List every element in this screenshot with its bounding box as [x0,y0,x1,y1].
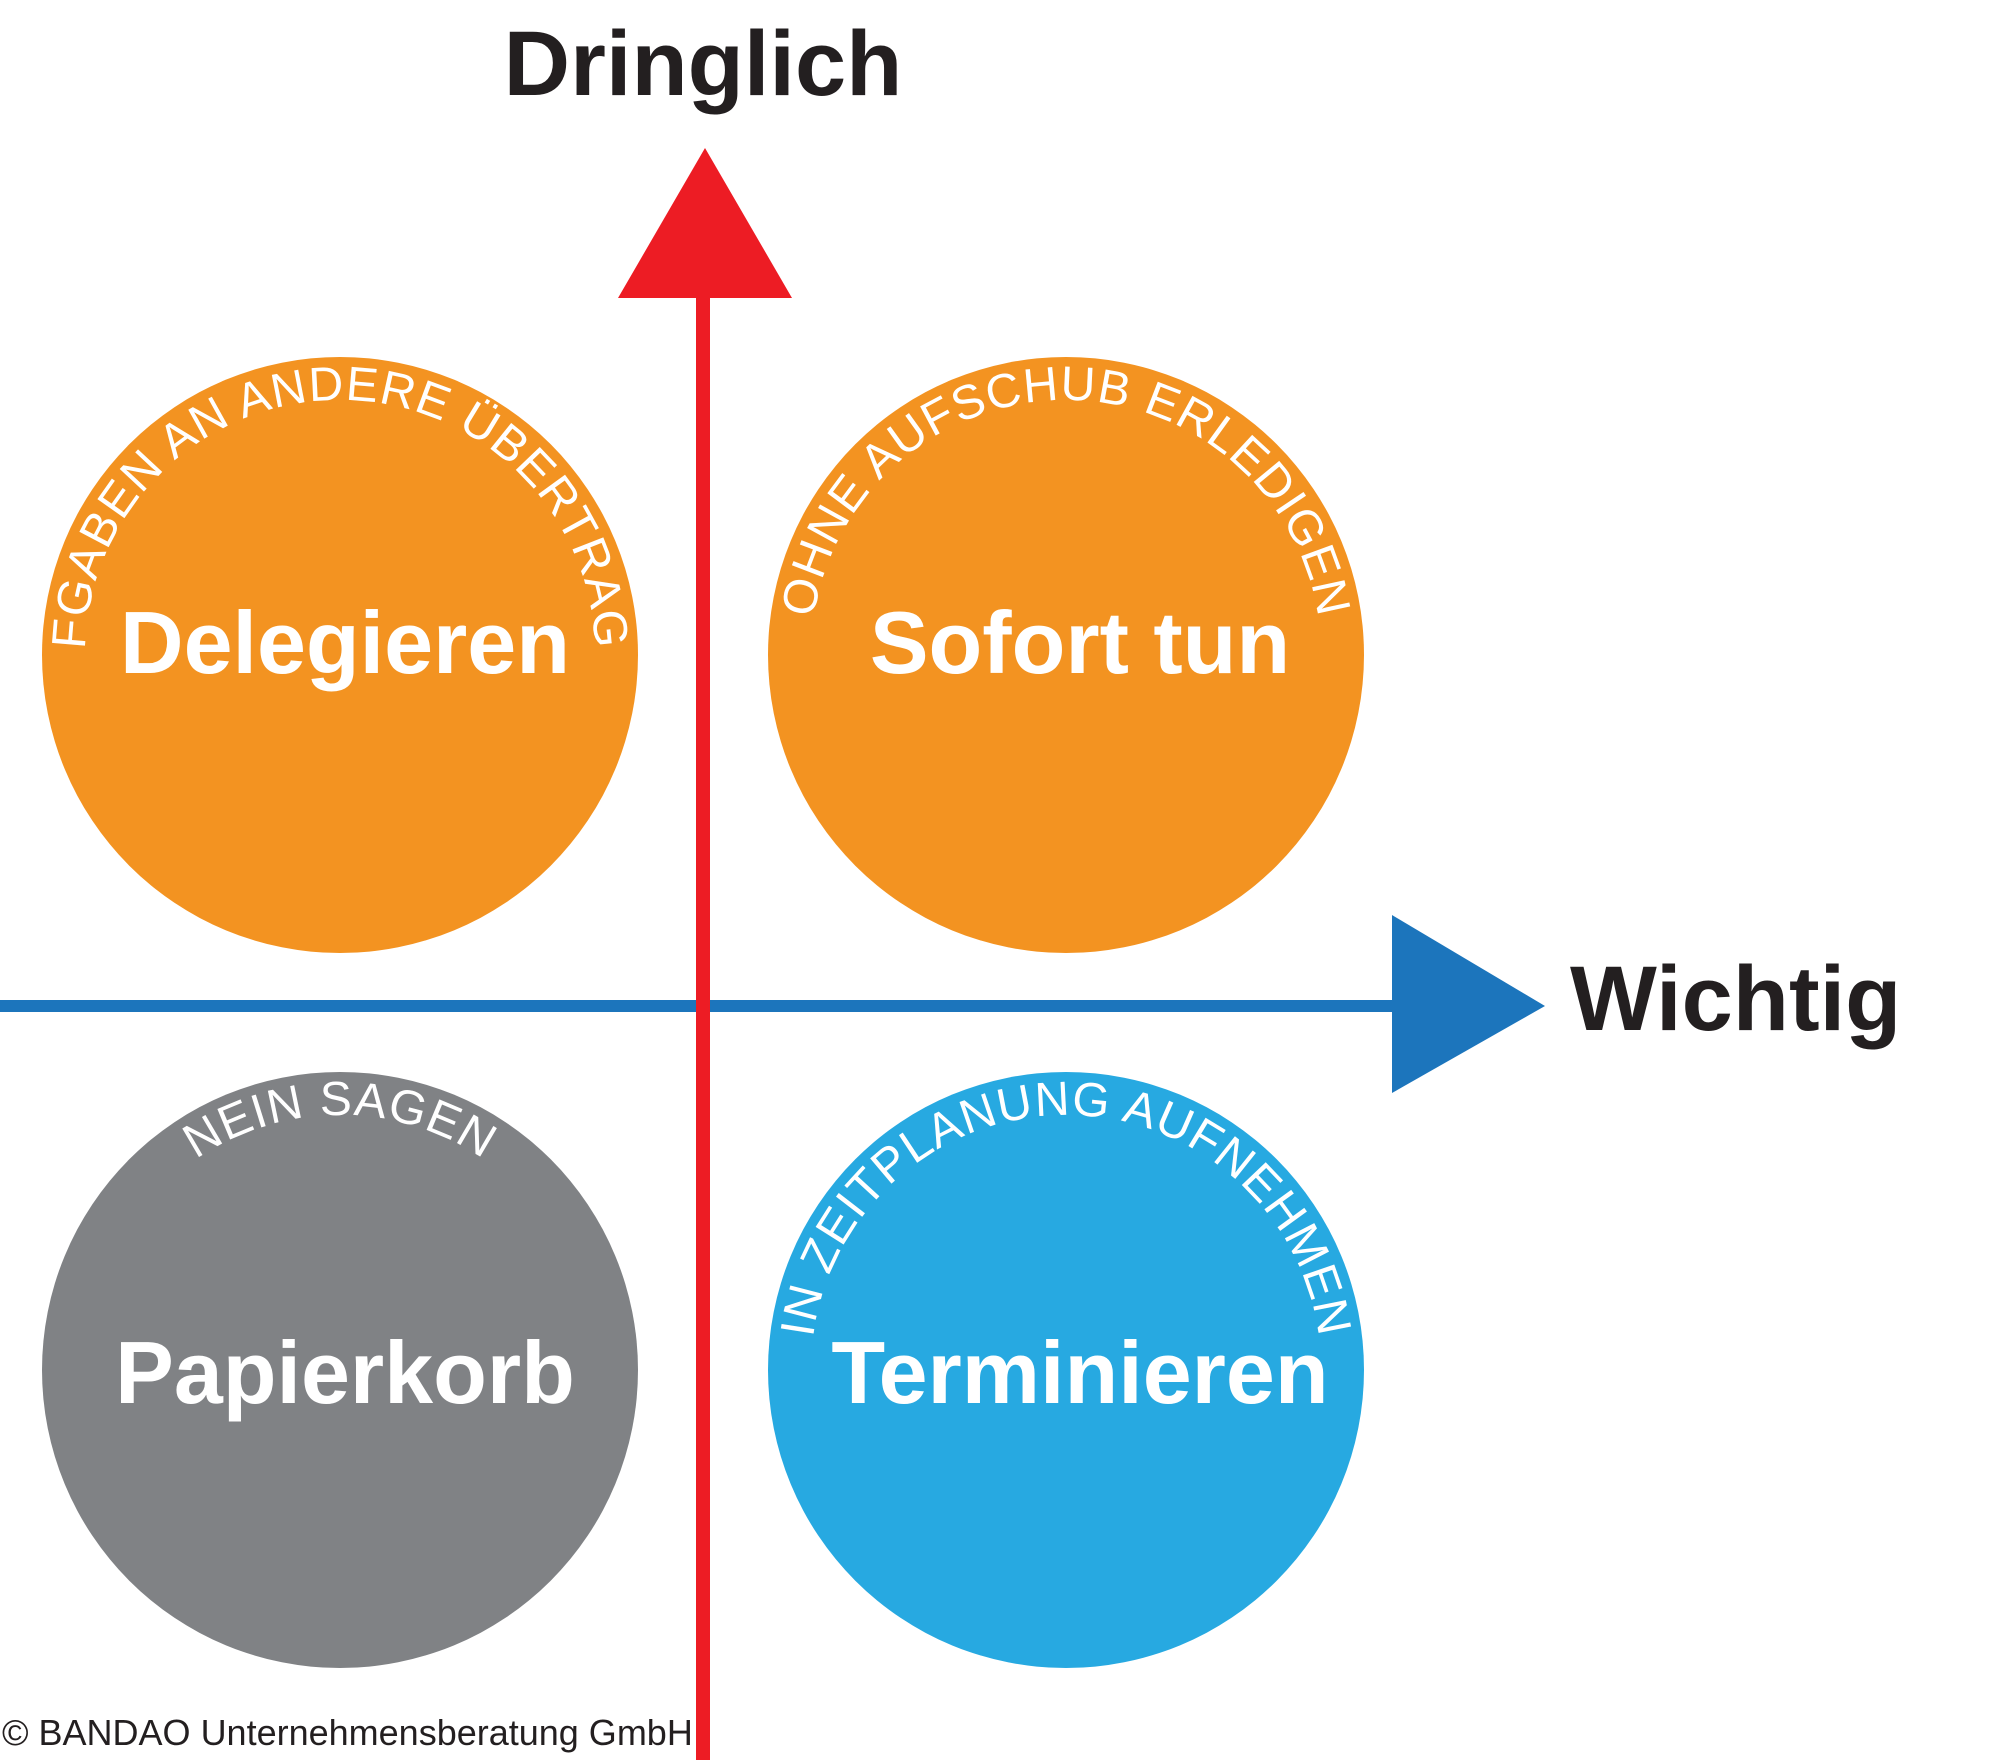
vertical-axis-arrowhead [618,148,792,298]
copyright-notice: © BANDAO Unternehmensberatung GmbH [2,1712,693,1753]
title-delegieren: Delegieren [120,593,570,692]
horizontal-axis-arrowhead [1392,915,1545,1093]
circle-sofort-tun [768,357,1364,953]
title-papierkorb: Papierkorb [115,1323,575,1422]
vertical-axis-label: Dringlich [504,13,903,115]
circle-papierkorb [42,1072,638,1668]
title-sofort-tun: Sofort tun [870,593,1290,692]
circle-terminieren [768,1072,1364,1668]
horizontal-axis-label: Wichtig [1570,948,1901,1050]
circle-delegieren [42,357,638,953]
title-terminieren: Terminieren [831,1323,1328,1422]
vertical-axis-line [696,298,710,1760]
